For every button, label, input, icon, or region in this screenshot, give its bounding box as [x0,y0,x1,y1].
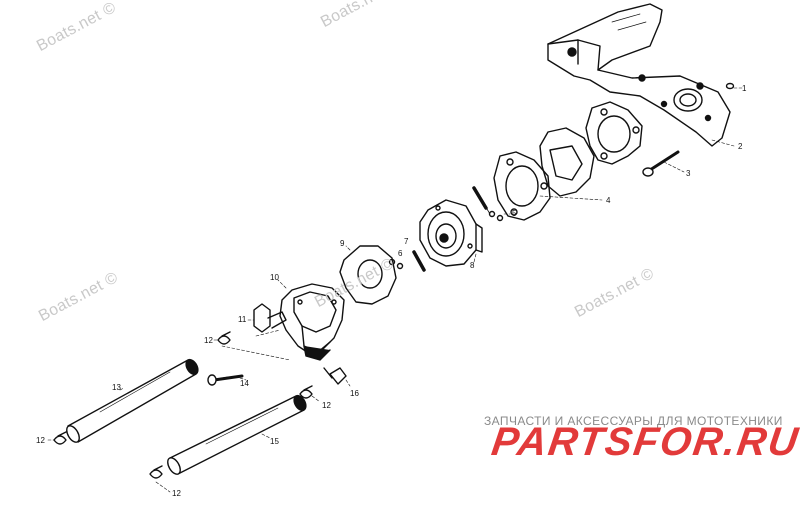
bolt-part [207,374,244,386]
callout-label: 13 [112,383,121,392]
callout-label: 8 [470,261,475,270]
mounting-bracket [547,3,731,147]
screw-part [642,150,680,177]
leader-lines [47,87,743,493]
callout-label: 7 [404,237,409,246]
callout-label: 3 [686,169,691,178]
gasket-part [493,151,551,221]
callout-label: 10 [270,273,279,282]
callout-label: 4 [606,196,611,205]
gasket-part [539,127,595,197]
callout-label: 16 [350,389,359,398]
gasket-part [585,101,643,165]
callout-label: 11 [238,315,247,324]
pump-body [279,283,345,361]
brand-logo[interactable]: PARTSFOR.RU [488,420,800,464]
hose-clamp [149,465,163,479]
elbow-fitting [323,367,347,385]
pump-cover [419,199,483,267]
diaphragm-part [339,245,397,305]
hose-clamp [299,385,313,399]
brand-tagline: ЗАПЧАСТИ И АКСЕССУАРЫ ДЛЯ МОТОТЕХНИКИ [484,414,783,428]
callout-label: 2 [738,142,743,151]
spring-part [472,186,491,215]
pin-part [412,250,426,272]
callout-label: 12 [172,489,181,498]
elbow-fitting [253,303,287,333]
hose-clamp [217,331,231,345]
small-fastener [396,262,404,270]
hose-clamp [53,431,67,445]
small-fastener [488,210,496,218]
callout-label: 12 [322,401,331,410]
callout-label: 12 [36,436,45,445]
callout-labels: 1 2 3 4 5 6 7 8 9 10 11 12 13 12 14 15 1… [36,84,747,498]
fuel-hose [66,358,199,443]
callout-label: 6 [398,249,403,258]
callout-label: 14 [240,379,249,388]
callout-label: 9 [340,239,345,248]
callout-label: 5 [512,209,517,218]
callout-label: 12 [204,336,213,345]
callout-label: 1 [742,84,747,93]
fuel-hose [167,394,307,475]
callout-label: 15 [270,437,279,446]
small-fastener [496,214,504,222]
washer-part [725,82,735,90]
